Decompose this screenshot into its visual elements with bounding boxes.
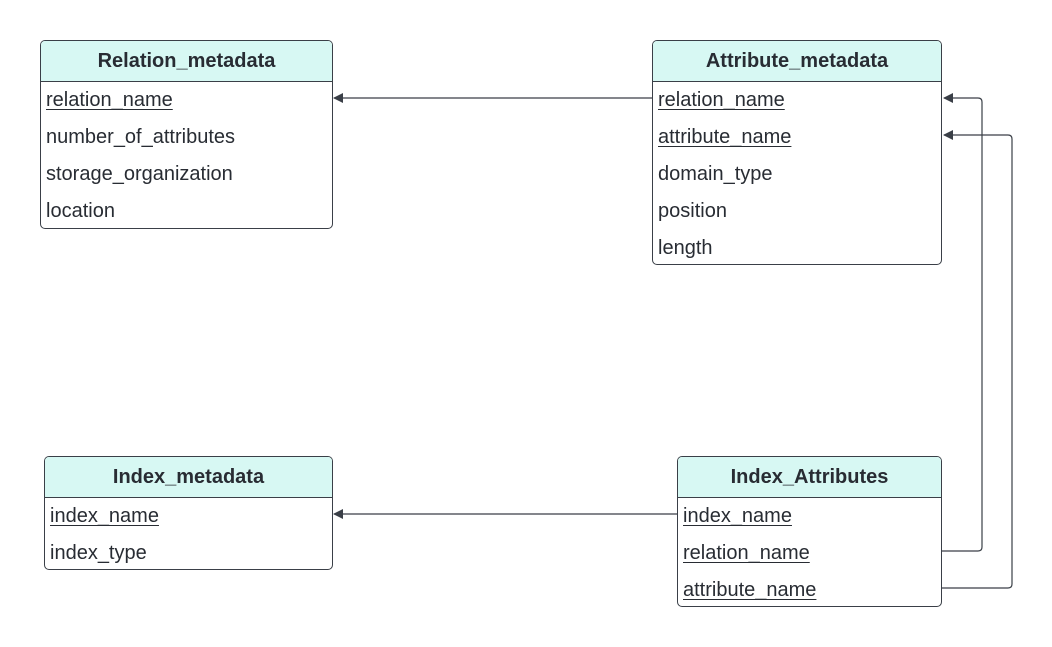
- field-number-of-attributes: number_of_attributes: [46, 126, 236, 148]
- field-list: index_name relation_name attribute_name: [678, 498, 941, 606]
- field-list: index_name index_type: [45, 498, 332, 569]
- field-position: position: [658, 200, 727, 222]
- entity-attribute-metadata[interactable]: Attribute_metadata relation_name attribu…: [652, 40, 942, 265]
- field-index-name: index_name: [50, 505, 159, 527]
- field-location: location: [46, 200, 115, 222]
- connector-indexattr-attribute-to-attribute: [942, 130, 1013, 589]
- field-index-name: index_name: [683, 505, 792, 527]
- field-domain-type: domain_type: [658, 163, 773, 185]
- entity-title: Index_metadata: [45, 457, 332, 498]
- field-index-type: index_type: [50, 542, 147, 564]
- field-storage-organization: storage_organization: [46, 163, 233, 185]
- field-list: relation_name number_of_attributes stora…: [41, 82, 332, 228]
- field-relation-name: relation_name: [683, 542, 810, 564]
- field-relation-name: relation_name: [46, 89, 173, 111]
- entity-title: Relation_metadata: [41, 41, 332, 82]
- entity-title: Index_Attributes: [678, 457, 941, 498]
- connector-indexattr-relation-to-attribute: [942, 93, 983, 552]
- field-relation-name: relation_name: [658, 89, 785, 111]
- entity-index-attributes[interactable]: Index_Attributes index_name relation_nam…: [677, 456, 942, 607]
- field-attribute-name: attribute_name: [658, 126, 792, 148]
- entity-index-metadata[interactable]: Index_metadata index_name index_type: [44, 456, 333, 570]
- entity-title: Attribute_metadata: [653, 41, 941, 82]
- field-attribute-name: attribute_name: [683, 579, 817, 601]
- entity-relation-metadata[interactable]: Relation_metadata relation_name number_o…: [40, 40, 333, 229]
- field-list: relation_name attribute_name domain_type…: [653, 82, 941, 264]
- field-length: length: [658, 237, 713, 259]
